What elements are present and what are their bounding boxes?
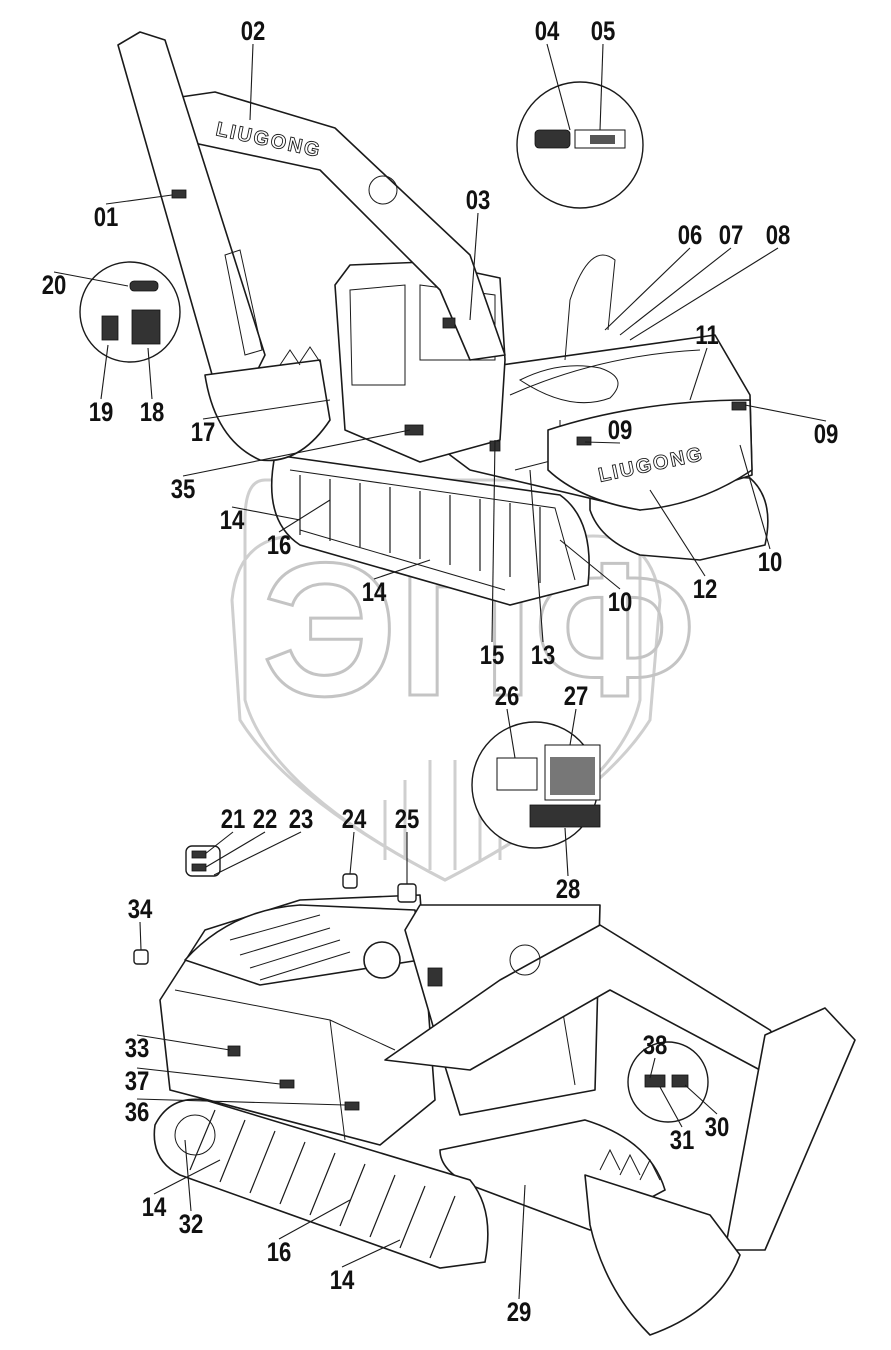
leader-line xyxy=(684,1084,718,1115)
leader-line xyxy=(689,347,708,401)
leader-line xyxy=(649,489,706,577)
callout-label-09: 09 xyxy=(608,416,633,446)
leader-line xyxy=(604,247,691,331)
leader-line xyxy=(182,429,411,477)
leader-line xyxy=(139,921,142,951)
leader-line xyxy=(518,1184,526,1300)
leader-line xyxy=(469,212,479,321)
callout-label-30: 30 xyxy=(705,1113,730,1143)
callout-label-20: 20 xyxy=(42,271,67,301)
callout-label-25: 25 xyxy=(395,805,420,835)
leader-line xyxy=(349,831,355,875)
callout-label-29: 29 xyxy=(507,1298,532,1328)
leader-line xyxy=(153,1159,221,1195)
callout-label-11: 11 xyxy=(695,321,719,351)
callout-label-05: 05 xyxy=(591,17,616,47)
callout-label-16: 16 xyxy=(267,531,292,561)
leader-line xyxy=(341,1239,401,1268)
leader-line xyxy=(53,271,129,287)
callout-label-23: 23 xyxy=(289,805,314,835)
callout-label-31: 31 xyxy=(670,1126,695,1156)
callout-label-36: 36 xyxy=(125,1098,150,1128)
callout-label-33: 33 xyxy=(125,1034,150,1064)
leader-line xyxy=(744,404,827,422)
callout-label-37: 37 xyxy=(125,1067,150,1097)
leader-line xyxy=(649,1057,656,1079)
leader-line xyxy=(373,559,431,580)
leader-line xyxy=(584,441,621,444)
callout-label-04: 04 xyxy=(535,17,560,47)
callout-label-08: 08 xyxy=(766,221,791,251)
callout-labels: 02 04 05 01 03 06 07 08 20 11 19 18 17 09 09 35 14 16 10 12… xyxy=(42,17,839,1328)
leader-line xyxy=(559,539,621,590)
leader-line xyxy=(136,1034,231,1051)
excavator-front-view: LIUGONG LIUGONG xyxy=(79,31,769,606)
callout-label-35: 35 xyxy=(171,475,196,505)
leader-line xyxy=(739,444,771,550)
leader-line xyxy=(619,247,732,336)
callout-label-24: 24 xyxy=(342,805,367,835)
leader-line xyxy=(184,1139,192,1212)
callout-label-13: 13 xyxy=(531,641,556,671)
leader-line xyxy=(546,43,571,131)
callout-label-03: 03 xyxy=(466,186,491,216)
leader-line xyxy=(569,708,577,746)
leader-line xyxy=(136,1067,281,1085)
leader-line xyxy=(629,247,779,341)
callout-label-34: 34 xyxy=(128,895,153,925)
leader-line xyxy=(105,194,173,205)
callout-label-14: 14 xyxy=(220,506,245,536)
leader-line xyxy=(278,499,331,533)
callout-label-38: 38 xyxy=(643,1031,668,1061)
leader-line xyxy=(491,439,496,643)
callout-label-10: 10 xyxy=(758,548,783,578)
callout-label-26: 26 xyxy=(495,682,520,712)
callout-label-14: 14 xyxy=(330,1266,355,1296)
leader-line xyxy=(100,344,109,400)
leader-line xyxy=(599,43,604,131)
callout-label-15: 15 xyxy=(480,641,505,671)
callout-label-01: 01 xyxy=(94,203,119,233)
callout-label-10: 10 xyxy=(608,588,633,618)
leader-line xyxy=(529,469,544,643)
leader-line xyxy=(213,831,302,876)
leader-line xyxy=(249,43,254,121)
callout-label-14: 14 xyxy=(362,578,387,608)
leader-lines xyxy=(53,43,827,1300)
leader-line xyxy=(136,1098,346,1106)
leader-line xyxy=(564,827,569,877)
callout-label-28: 28 xyxy=(556,875,581,905)
leader-line xyxy=(147,347,153,400)
callout-label-18: 18 xyxy=(140,398,165,428)
callout-label-22: 22 xyxy=(253,805,278,835)
callout-label-21: 21 xyxy=(221,805,246,835)
leader-line xyxy=(205,831,266,868)
callout-label-27: 27 xyxy=(564,682,589,712)
callout-label-19: 19 xyxy=(89,398,114,428)
leader-line xyxy=(202,399,331,420)
callout-label-16: 16 xyxy=(267,1238,292,1268)
leader-line xyxy=(204,831,234,855)
leader-line xyxy=(278,1199,351,1240)
excavator-rear-view xyxy=(133,721,856,1336)
leader-line xyxy=(231,506,301,521)
callout-label-32: 32 xyxy=(179,1210,204,1240)
leader-line xyxy=(659,1086,683,1128)
callout-label-17: 17 xyxy=(191,418,216,448)
callout-label-06: 06 xyxy=(678,221,703,251)
callout-label-07: 07 xyxy=(719,221,744,251)
leader-line xyxy=(506,708,516,759)
callout-label-14: 14 xyxy=(142,1193,167,1223)
callout-label-12: 12 xyxy=(693,575,718,605)
callout-label-09: 09 xyxy=(814,420,839,450)
callout-label-02: 02 xyxy=(241,17,266,47)
